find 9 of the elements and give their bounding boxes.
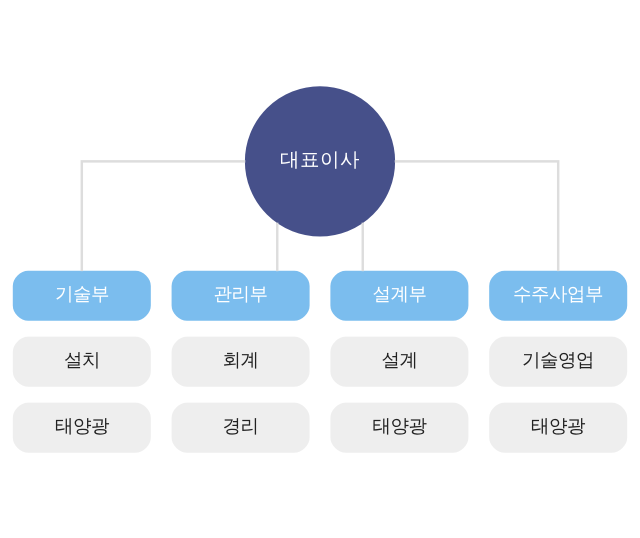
node-circle: 대표이사 xyxy=(244,86,396,236)
connector xyxy=(80,160,246,271)
connector xyxy=(276,222,278,271)
node-box: 관리부 xyxy=(172,270,310,320)
connector xyxy=(362,222,364,271)
node-box: 수주사업부 xyxy=(489,270,628,320)
node-box: 기술부 xyxy=(12,270,151,320)
connector xyxy=(394,160,560,271)
node-box: 설계부 xyxy=(330,270,468,320)
